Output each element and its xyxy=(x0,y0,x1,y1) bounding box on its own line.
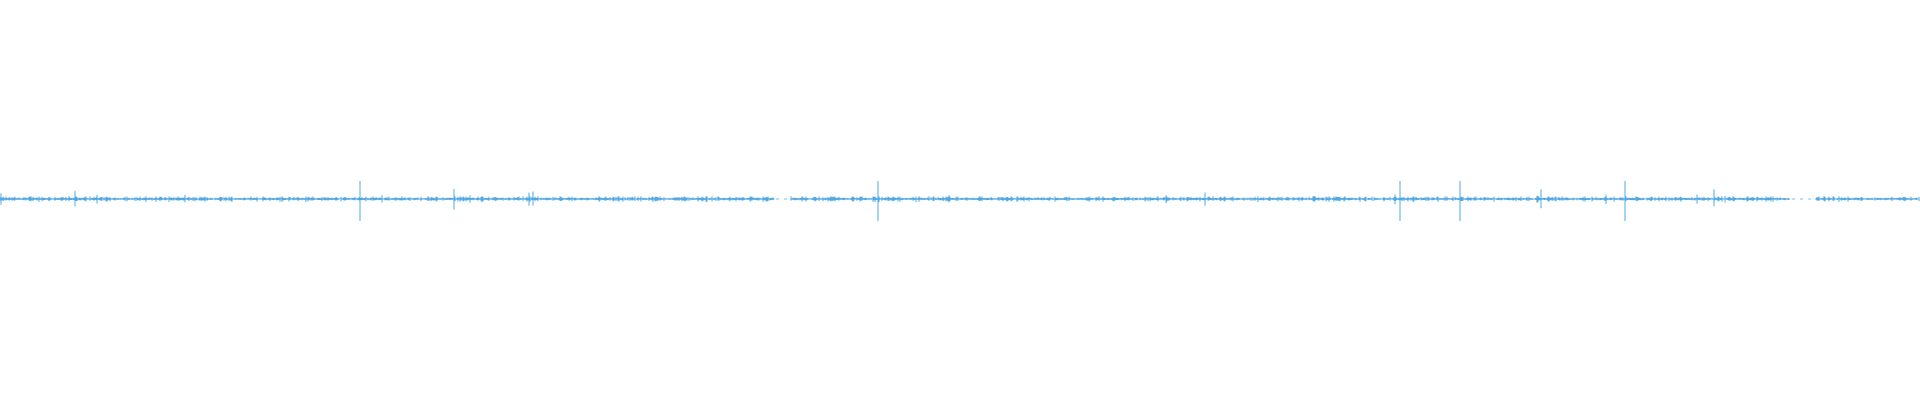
waveform-path xyxy=(0,189,1920,210)
waveform-samples xyxy=(0,181,1920,221)
